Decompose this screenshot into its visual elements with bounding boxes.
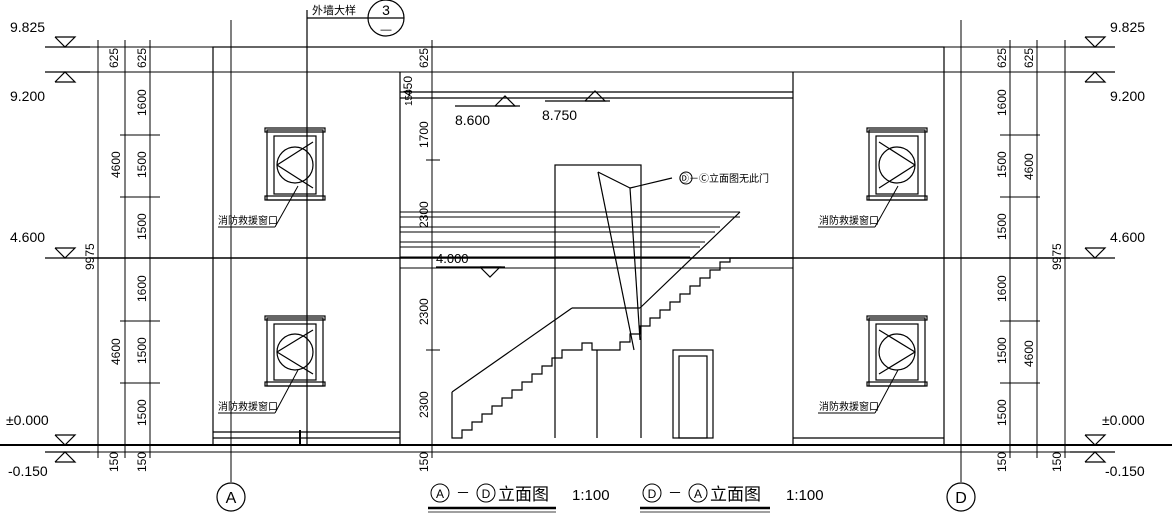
axis-label-left: A bbox=[226, 490, 237, 507]
dim-l-625b: 625 bbox=[135, 48, 149, 68]
dim-r-1500c: 1500 bbox=[995, 337, 1009, 364]
elev-floor2-left: 4.600 bbox=[10, 229, 45, 245]
dim-r-4600a: 4600 bbox=[1022, 153, 1036, 180]
dim-l-625a: 625 bbox=[107, 48, 121, 68]
dim-m-150top: 150 bbox=[404, 89, 415, 106]
detail-label: 外墙大样 bbox=[312, 3, 356, 17]
title-underlines bbox=[428, 171, 770, 513]
dim-m-1700: 1700 bbox=[417, 121, 431, 148]
title1-sep: － bbox=[456, 485, 470, 501]
axis-label-right: D bbox=[955, 490, 967, 507]
building-outline bbox=[212, 46, 945, 446]
dim-l-1500c: 1500 bbox=[135, 337, 149, 364]
title2-from: D bbox=[648, 487, 657, 501]
dim-r-9975: 9975 bbox=[1050, 243, 1064, 270]
dim-r-150b: 150 bbox=[1050, 452, 1064, 472]
canopy-bands bbox=[400, 211, 793, 269]
dim-l-150a: 150 bbox=[107, 452, 121, 472]
window-right-upper bbox=[866, 127, 928, 201]
title2-scale: 1:100 bbox=[786, 487, 824, 504]
dim-l-1500a: 1500 bbox=[135, 151, 149, 178]
title1-suffix: 立面图 bbox=[498, 485, 549, 504]
dim-m-2300b: 2300 bbox=[417, 298, 431, 325]
window-right-lower bbox=[866, 315, 928, 387]
dim-r-4600b: 4600 bbox=[1022, 340, 1036, 367]
elev-roof-right: 9.200 bbox=[1110, 88, 1145, 104]
elev-top-left: 9.825 bbox=[10, 19, 45, 35]
detail-callout bbox=[306, 0, 405, 445]
dim-m-150: 150 bbox=[417, 452, 431, 472]
left-dim-text: 625 625 1600 1500 1500 1600 1500 1500 46… bbox=[83, 48, 149, 472]
elev-roof-left: 9.200 bbox=[10, 88, 45, 104]
dim-l-1600b: 1600 bbox=[135, 275, 149, 302]
dim-r-625a: 625 bbox=[995, 48, 1009, 68]
elev-stair-roof-a: 8.600 bbox=[455, 112, 490, 128]
title2-suffix: 立面图 bbox=[710, 485, 761, 504]
window-left-upper bbox=[264, 127, 326, 201]
dim-l-150b: 150 bbox=[135, 452, 149, 472]
elev-top-right: 9.825 bbox=[1110, 19, 1145, 35]
elev-ground-left: ±0.000 bbox=[6, 412, 49, 428]
stair-core bbox=[554, 164, 714, 439]
dim-l-1600a: 1600 bbox=[135, 89, 149, 116]
elev-below-right: -0.150 bbox=[1105, 463, 1145, 479]
title2-to: A bbox=[694, 487, 702, 501]
dim-r-1500d: 1500 bbox=[995, 399, 1009, 426]
dim-r-625b: 625 bbox=[1022, 48, 1036, 68]
elevation-markers bbox=[45, 36, 1115, 463]
right-dimensions bbox=[1000, 40, 1070, 458]
dim-l-9975: 9975 bbox=[83, 243, 97, 270]
right-dim-text: 625 625 1600 1500 1500 1600 1500 1500 46… bbox=[995, 48, 1064, 472]
dim-m-625: 625 bbox=[417, 48, 431, 68]
elev-below-left: -0.150 bbox=[8, 463, 48, 479]
rescue-window-label-rl: 消防救援窗口 bbox=[819, 400, 879, 413]
middle-dim-text: 625 450 150 1700 2300 2300 2300 150 bbox=[401, 48, 431, 472]
dim-m-2300c: 2300 bbox=[417, 391, 431, 418]
rescue-window-label-lu: 消防救援窗口 bbox=[218, 214, 278, 227]
stair-flight bbox=[451, 171, 793, 439]
dim-l-4600a: 4600 bbox=[109, 151, 123, 178]
middle-dimensions bbox=[426, 40, 440, 458]
title1-from: A bbox=[436, 487, 444, 501]
elev-floor2-right: 4.600 bbox=[1110, 229, 1145, 245]
detail-sheet: — bbox=[381, 24, 392, 36]
rescue-window-label-ru: 消防救援窗口 bbox=[819, 214, 879, 227]
axis-bubbles bbox=[216, 482, 976, 512]
detail-number: 3 bbox=[382, 2, 390, 18]
door-note: Ⓓ－Ⓒ立面图无此门 bbox=[679, 172, 769, 185]
dim-r-1600a: 1600 bbox=[995, 89, 1009, 116]
dim-r-1500b: 1500 bbox=[995, 213, 1009, 240]
left-dimensions bbox=[92, 40, 160, 458]
dim-l-1500d: 1500 bbox=[135, 399, 149, 426]
dim-r-1500a: 1500 bbox=[995, 151, 1009, 178]
rescue-window-label-ll: 消防救援窗口 bbox=[218, 400, 278, 413]
dim-r-1600b: 1600 bbox=[995, 275, 1009, 302]
window-left-lower bbox=[264, 315, 326, 387]
dim-m-450: 450 bbox=[401, 76, 415, 96]
axis-lines bbox=[230, 20, 962, 482]
title2-sep: － bbox=[668, 485, 682, 501]
elev-stair-roof-b: 8.750 bbox=[542, 107, 577, 123]
dim-l-1500b: 1500 bbox=[135, 213, 149, 240]
rescue-window-leaders bbox=[218, 185, 899, 414]
dim-l-4600b: 4600 bbox=[109, 338, 123, 365]
dim-m-2300a: 2300 bbox=[417, 201, 431, 228]
elev-landing: 4.000 bbox=[436, 251, 469, 266]
title1-to: D bbox=[482, 487, 491, 501]
dim-r-150a: 150 bbox=[995, 452, 1009, 472]
elev-ground-right: ±0.000 bbox=[1102, 412, 1145, 428]
title1-scale: 1:100 bbox=[572, 487, 610, 504]
